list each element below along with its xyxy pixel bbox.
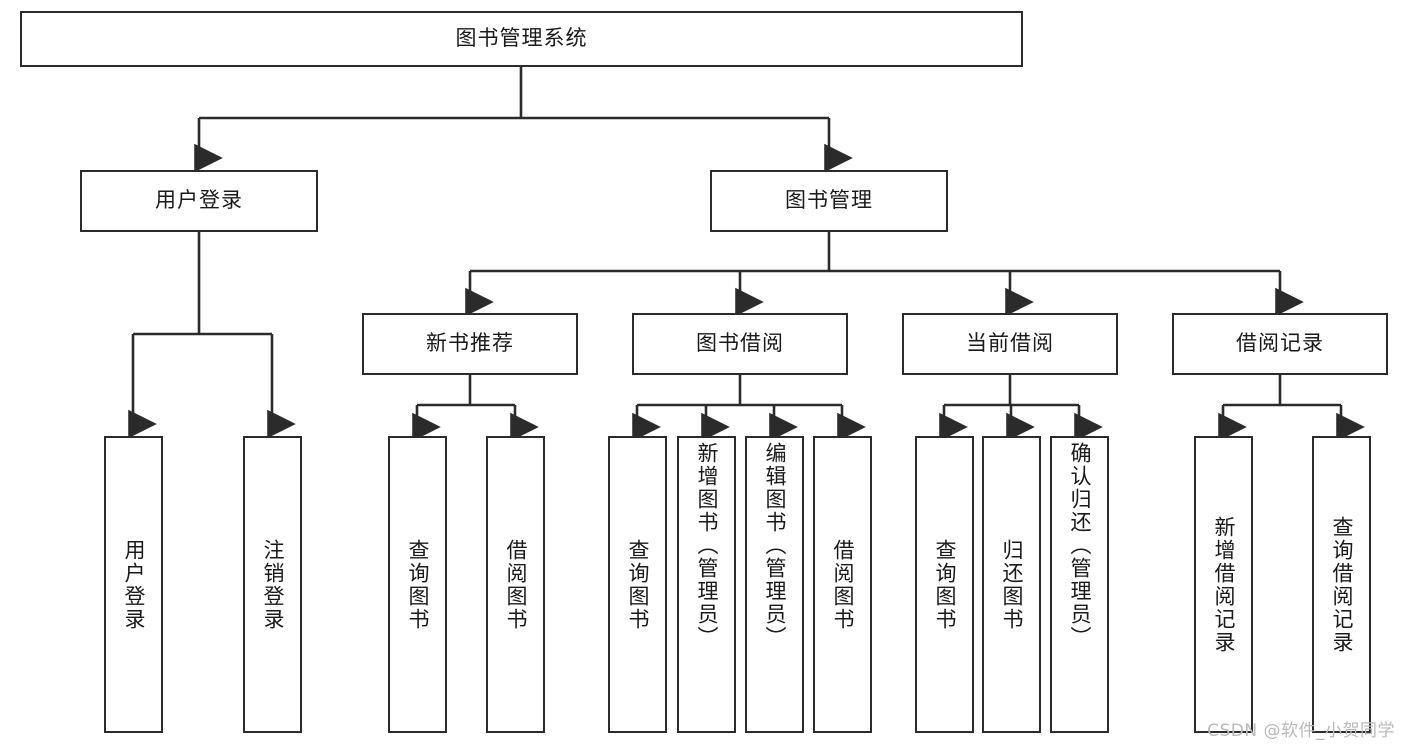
node-root-system[interactable]: 图书管理系统 — [20, 11, 1023, 67]
leaf-record-query-record[interactable]: 查询借阅记录 — [1312, 436, 1371, 733]
watermark-text: CSDN @软件_小贺同学 — [1207, 721, 1395, 741]
leaf-borrow-edit-book-admin[interactable]: 编辑图书（管理员） — [745, 436, 804, 733]
node-current-borrow[interactable]: 当前借阅 — [902, 313, 1118, 375]
leaf-borrow-borrow-book[interactable]: 借阅图书 — [813, 436, 872, 733]
node-borrow-record[interactable]: 借阅记录 — [1172, 313, 1388, 375]
node-user-login[interactable]: 用户登录 — [80, 170, 318, 232]
leaf-current-return-book[interactable]: 归还图书 — [982, 436, 1041, 733]
leaf-record-add-record[interactable]: 新增借阅记录 — [1194, 436, 1253, 733]
node-book-management[interactable]: 图书管理 — [710, 170, 948, 232]
leaf-user-login-logout[interactable]: 注销登录 — [243, 436, 302, 733]
leaf-recommend-borrow-book[interactable]: 借阅图书 — [486, 436, 545, 733]
leaf-user-login-login[interactable]: 用户登录 — [104, 436, 163, 733]
node-new-book-recommend[interactable]: 新书推荐 — [362, 313, 578, 375]
leaf-borrow-add-book-admin[interactable]: 新增图书（管理员） — [677, 436, 736, 733]
node-book-borrow[interactable]: 图书借阅 — [632, 313, 848, 375]
leaf-current-query-book[interactable]: 查询图书 — [915, 436, 974, 733]
leaf-recommend-query-book[interactable]: 查询图书 — [388, 436, 447, 733]
leaf-borrow-query-book[interactable]: 查询图书 — [608, 436, 667, 733]
leaf-current-confirm-return-admin[interactable]: 确认归还（管理员） — [1050, 436, 1109, 733]
